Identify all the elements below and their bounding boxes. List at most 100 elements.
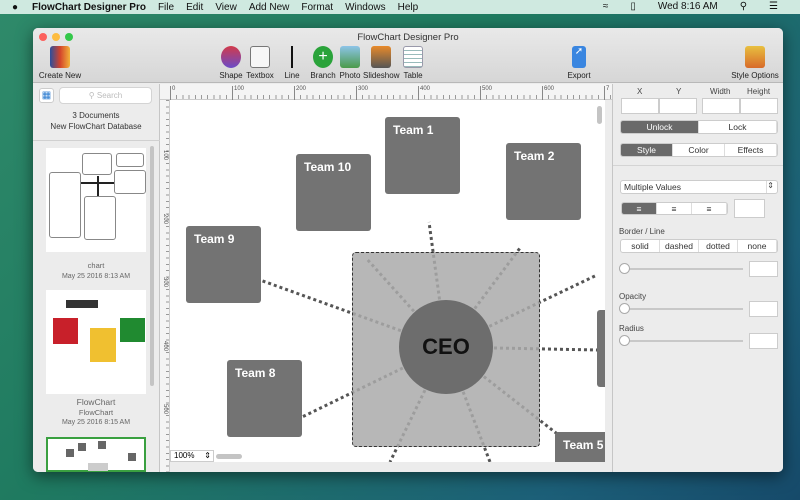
stepper-icon: ⇕ bbox=[767, 181, 774, 190]
unlock-button[interactable]: Unlock bbox=[621, 121, 699, 133]
shape-button[interactable]: Shape bbox=[219, 46, 243, 80]
photo-icon bbox=[340, 46, 360, 68]
border-dashed[interactable]: dashed bbox=[660, 240, 699, 252]
y-field[interactable] bbox=[659, 98, 697, 114]
flowchart-canvas[interactable]: CEO Team 1 Team 10 Team 2 Team 9 Team 8 … bbox=[170, 100, 605, 462]
x-label: X bbox=[637, 87, 643, 96]
doc-thumbnail-flowchart[interactable] bbox=[46, 290, 146, 394]
border-dotted[interactable]: dotted bbox=[699, 240, 738, 252]
lock-button[interactable]: Lock bbox=[699, 121, 777, 133]
table-button[interactable]: Table bbox=[401, 46, 425, 80]
y-label: Y bbox=[676, 87, 682, 96]
style-icon bbox=[745, 46, 765, 68]
team-node[interactable]: Team 2 bbox=[506, 143, 581, 220]
ruler-tick-label: 200 bbox=[294, 86, 306, 100]
line-button[interactable]: Line bbox=[281, 46, 303, 80]
ceo-node[interactable]: CEO bbox=[399, 300, 493, 394]
font-select[interactable]: Multiple Values⇕ bbox=[620, 180, 778, 194]
line-icon bbox=[282, 46, 302, 68]
tab-style[interactable]: Style bbox=[621, 144, 673, 156]
align-left-button[interactable]: ≡ bbox=[622, 203, 657, 214]
width-label: Width bbox=[710, 87, 731, 96]
ruler-tick-label: 300 bbox=[162, 277, 168, 288]
sidebar-scrollbar[interactable] bbox=[150, 146, 154, 386]
radius-field[interactable] bbox=[749, 333, 778, 349]
toolbar: FlowChart Designer Pro Create New Shape … bbox=[33, 28, 783, 83]
align-center-button[interactable]: ≡ bbox=[657, 203, 692, 214]
menu-app[interactable]: FlowChart Designer Pro bbox=[32, 1, 146, 13]
search-input[interactable]: ⚲ Search bbox=[59, 87, 152, 104]
width-field[interactable] bbox=[702, 98, 740, 114]
zoom-button[interactable] bbox=[65, 33, 73, 41]
branch-button[interactable]: +Branch bbox=[310, 46, 336, 80]
close-button[interactable] bbox=[39, 33, 47, 41]
grid-view-icon[interactable]: ▦ bbox=[39, 88, 54, 103]
team-node[interactable]: Team 10 bbox=[296, 154, 371, 231]
menu-edit[interactable]: Edit bbox=[186, 1, 204, 13]
ruler-tick-label: 200 bbox=[162, 213, 168, 224]
radius-slider[interactable] bbox=[619, 335, 743, 346]
ruler-tick-label: 400 bbox=[418, 86, 430, 100]
radius-label: Radius bbox=[619, 324, 644, 333]
opacity-slider[interactable] bbox=[619, 303, 743, 314]
height-label: Height bbox=[747, 87, 771, 96]
doc-date: May 25 2016 8:15 AM bbox=[61, 419, 131, 426]
menu-windows[interactable]: Windows bbox=[345, 1, 386, 13]
border-solid[interactable]: solid bbox=[621, 240, 660, 252]
slideshow-button[interactable]: Slideshow bbox=[363, 46, 399, 80]
horizontal-scrollbar[interactable] bbox=[216, 454, 242, 459]
photo-button[interactable]: Photo bbox=[338, 46, 362, 80]
border-none[interactable]: none bbox=[738, 240, 777, 252]
menu-file[interactable]: File bbox=[157, 1, 175, 13]
notification-icon[interactable]: ☰ bbox=[769, 1, 778, 12]
x-field[interactable] bbox=[621, 98, 659, 114]
connector bbox=[445, 273, 598, 349]
team-node[interactable]: Team 1 bbox=[385, 117, 460, 194]
textbox-button[interactable]: Textbox bbox=[245, 46, 275, 80]
clock[interactable]: Wed 8:16 AM bbox=[657, 1, 718, 12]
doc-thumbnail-selected[interactable] bbox=[46, 437, 146, 472]
vertical-scrollbar[interactable] bbox=[597, 106, 602, 124]
plus-circle-icon: + bbox=[313, 46, 333, 68]
style-options-button[interactable]: Style Options bbox=[731, 46, 779, 80]
menu-help[interactable]: Help bbox=[397, 1, 419, 13]
minimize-button[interactable] bbox=[52, 33, 60, 41]
menu-format[interactable]: Format bbox=[301, 1, 334, 13]
app-window: FlowChart Designer Pro Create New Shape … bbox=[33, 28, 783, 472]
opacity-field[interactable] bbox=[749, 301, 778, 317]
team-node[interactable]: Team 9 bbox=[186, 226, 261, 303]
slideshow-icon bbox=[371, 46, 391, 68]
textbox-icon bbox=[250, 46, 270, 68]
team-node[interactable]: Team 8 bbox=[227, 360, 302, 437]
export-button[interactable]: ➚Export bbox=[567, 46, 591, 80]
border-width-field[interactable] bbox=[749, 261, 778, 277]
ruler-tick-label: 300 bbox=[356, 86, 368, 100]
tab-effects[interactable]: Effects bbox=[725, 144, 777, 156]
team-node[interactable]: Team 5 bbox=[555, 432, 605, 462]
create-new-button[interactable]: Create New bbox=[35, 46, 85, 80]
height-field[interactable] bbox=[740, 98, 778, 114]
stepper-icon: ⇕ bbox=[204, 451, 211, 460]
ruler-tick-label: 600 bbox=[542, 86, 554, 100]
doc-thumbnail-chart[interactable] bbox=[46, 148, 146, 252]
zoom-select[interactable]: 100%⇕ bbox=[170, 450, 214, 462]
border-width-slider[interactable] bbox=[619, 263, 743, 274]
menu-view[interactable]: View bbox=[215, 1, 237, 13]
ruler-tick-label: 100 bbox=[162, 150, 168, 161]
color-well[interactable] bbox=[734, 199, 765, 218]
battery-icon[interactable]: ▯ bbox=[630, 1, 636, 12]
doc-date: May 25 2016 8:13 AM bbox=[61, 273, 131, 280]
tab-color[interactable]: Color bbox=[673, 144, 725, 156]
doc-subtitle: FlowChart bbox=[78, 408, 114, 417]
book-icon bbox=[50, 46, 70, 68]
align-right-button[interactable]: ≡ bbox=[692, 203, 727, 214]
wifi-icon[interactable]: ≈ bbox=[602, 1, 609, 12]
spotlight-icon[interactable]: ⚲ bbox=[739, 1, 748, 12]
shape-icon bbox=[221, 46, 241, 68]
apple-icon[interactable]: ● bbox=[12, 1, 19, 13]
menu-add-new[interactable]: Add New bbox=[248, 1, 290, 13]
team-node-partial[interactable] bbox=[597, 310, 605, 387]
